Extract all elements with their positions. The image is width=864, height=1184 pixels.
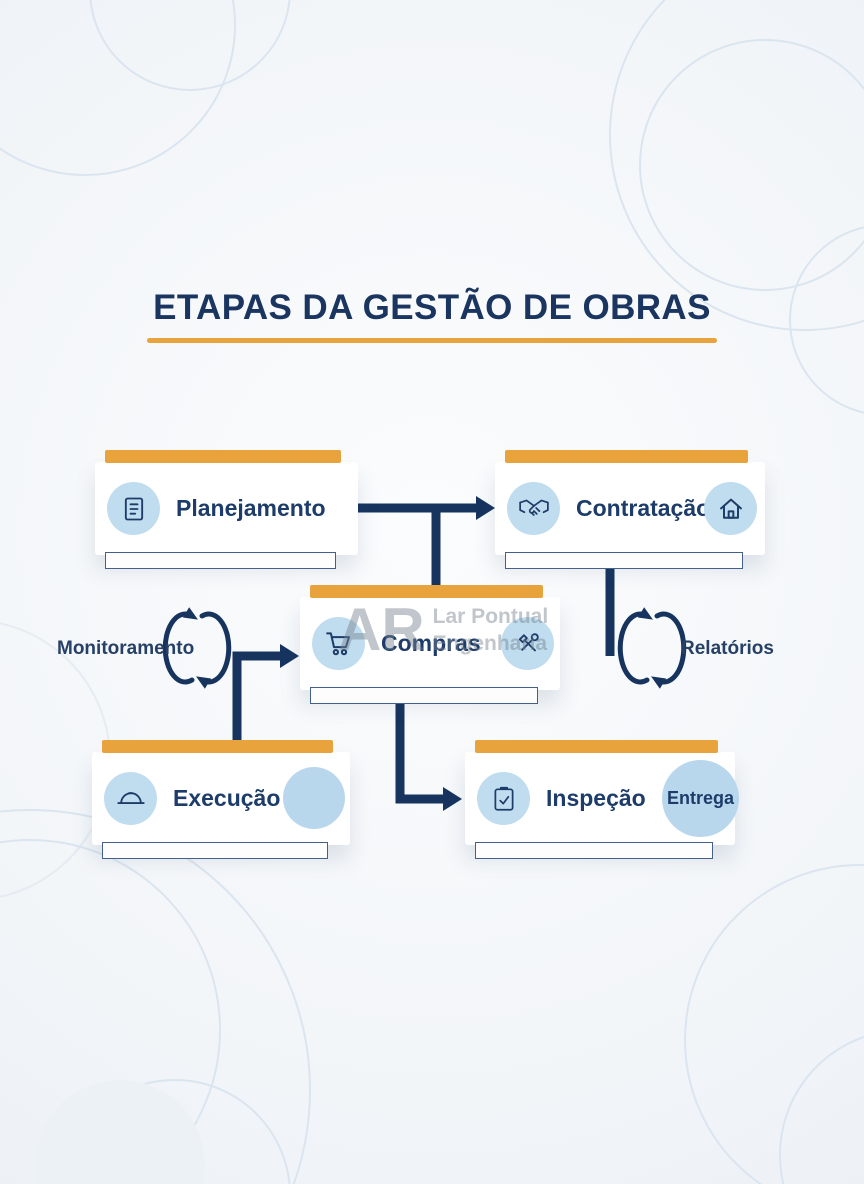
node-compras: Compras (300, 585, 560, 704)
arrowhead-into-inspecao (443, 787, 462, 811)
helmet-icon (104, 772, 157, 825)
node-execucao: Execução (92, 740, 350, 859)
node-label: Compras (381, 630, 481, 656)
entrega-label: Entrega (666, 788, 735, 808)
node-top-bar (102, 740, 333, 753)
node-top-bar (105, 450, 341, 463)
arrowhead-into-compras (280, 644, 299, 668)
node-inspecao: Inspeção Entrega (465, 740, 739, 859)
node-top-bar (505, 450, 748, 463)
document-icon (107, 482, 160, 535)
node-label: Contratação (576, 495, 711, 521)
node-planejamento: Planejamento (95, 450, 358, 569)
node-shadow-plate (475, 842, 713, 859)
connector-execucao-compras (232, 651, 280, 752)
monitoramento-label: Monitoramento (57, 638, 195, 659)
checklist-icon (477, 772, 530, 825)
relatorios-label: Relatórios (681, 638, 774, 659)
node-label: Inspeção (546, 785, 646, 811)
page-title: ETAPAS DA GESTÃO DE OBRAS (153, 288, 711, 327)
title-underline (147, 338, 717, 343)
monitoramento-cycle-arrow (162, 607, 198, 685)
node-label: Execução (173, 785, 281, 811)
house-icon (704, 482, 757, 535)
node-label: Planejamento (176, 495, 326, 521)
relatorios-cycle-arrow (617, 607, 653, 685)
cart-icon (312, 617, 365, 670)
node-top-bar (310, 585, 543, 598)
decorative-circle (283, 767, 345, 829)
entrega-badge: Entrega (662, 760, 739, 837)
connector-compras-inspecao (395, 690, 443, 804)
node-contratacao: Contratação (495, 450, 765, 569)
node-top-bar (475, 740, 718, 753)
node-shadow-plate (102, 842, 328, 859)
arrowhead-into-contratacao (476, 496, 495, 520)
tools-icon (501, 617, 554, 670)
node-shadow-plate (310, 687, 538, 704)
monitoramento-cycle-arrow (196, 611, 232, 689)
node-shadow-plate (505, 552, 743, 569)
node-shadow-plate (105, 552, 336, 569)
handshake-icon (507, 482, 560, 535)
relatorios-cycle-arrow (651, 611, 687, 689)
